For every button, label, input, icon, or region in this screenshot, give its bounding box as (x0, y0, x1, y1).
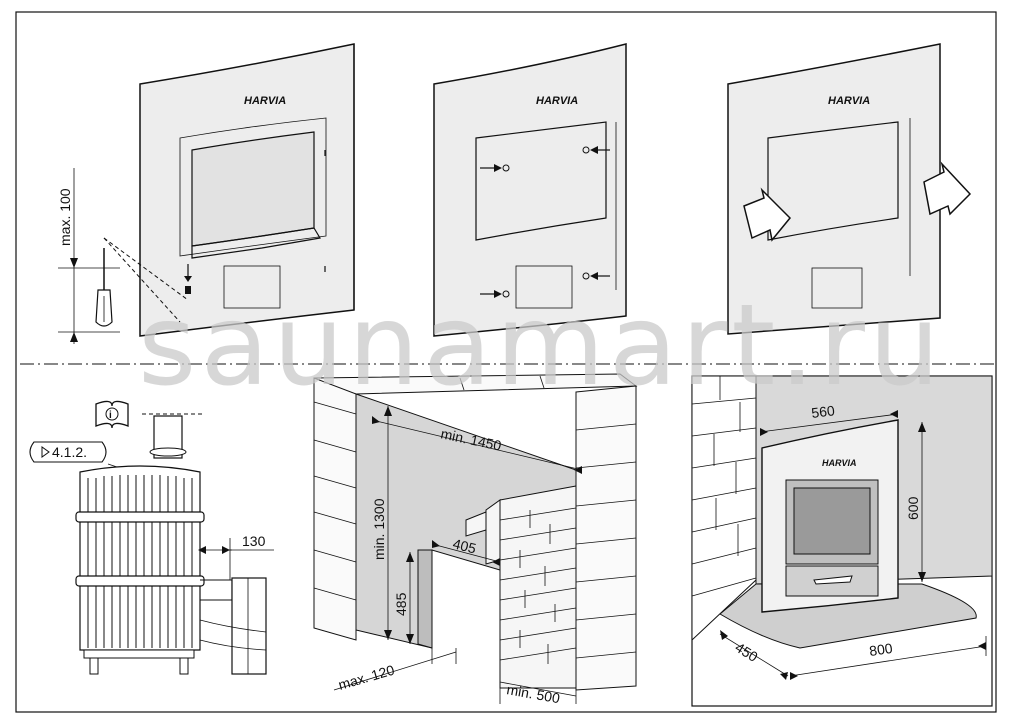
step3-panel: HARVIA (727, 43, 972, 335)
dimension-600: 600 (905, 496, 921, 520)
brand-logo-3: HARVIA (828, 95, 870, 107)
book-info-icon: i (95, 400, 129, 429)
arrow-icon (743, 187, 792, 242)
svg-text:i: i (109, 410, 112, 421)
dimension-800: 800 (868, 640, 894, 659)
outer-frame (15, 11, 997, 713)
arrow-icon (923, 161, 972, 216)
screwdriver-icon (95, 248, 113, 327)
finished-installation: HARVIA 560 600 450 800 (691, 375, 993, 707)
brick-wall (313, 373, 638, 691)
dimension-min-1300: min. 1300 (371, 498, 387, 560)
dimension-405: 405 (451, 535, 478, 556)
reference-label: 4.1.2. (52, 444, 87, 460)
brand-logo-2: HARVIA (536, 95, 578, 107)
wall-opening-diagram: min. 1450 min. 1300 405 485 max. 120 min… (313, 373, 638, 706)
dimension-485: 485 (393, 592, 409, 616)
step1-panel: HARVIA max. 100 (57, 43, 355, 344)
brick-infill (465, 485, 577, 689)
dimension-max-100: max. 100 (57, 188, 73, 246)
brand-logo-1: HARVIA (244, 95, 286, 107)
dimension-130: 130 (242, 533, 266, 549)
brand-logo-4: HARVIA (822, 458, 857, 468)
stove-diagram: i 4.1.2. (29, 400, 274, 675)
dimension-560: 560 (810, 402, 835, 421)
step2-panel: HARVIA (433, 43, 627, 337)
bolt-arrows (480, 146, 610, 298)
dimension-max-120: max. 120 (336, 662, 396, 693)
watermark-text: saunamart.ru (138, 281, 944, 411)
